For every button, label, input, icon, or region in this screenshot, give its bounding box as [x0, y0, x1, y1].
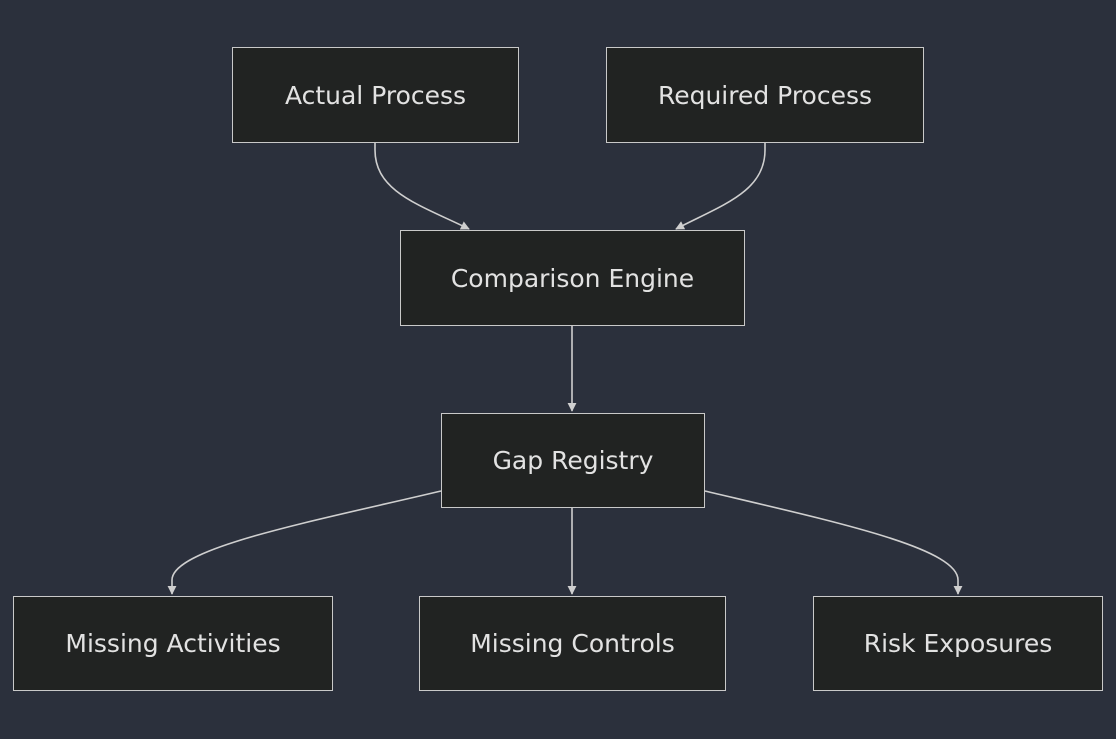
node-label: Required Process — [657, 80, 873, 110]
node-label: Missing Controls — [470, 629, 675, 658]
edge-gap-to-activities — [167, 490, 442, 595]
node-comparison-engine: Comparison Engine — [400, 230, 745, 326]
node-missing-activities: Missing Activities — [13, 596, 333, 691]
node-label: Risk Exposures — [863, 629, 1053, 658]
node-label: Gap Registry — [492, 446, 654, 475]
node-required-process: Required Process — [606, 47, 924, 143]
edge-required-to-comparison — [675, 143, 766, 230]
node-label: Comparison Engine — [450, 263, 695, 293]
node-actual-process: Actual Process — [232, 47, 519, 143]
node-label: Missing Activities — [65, 629, 281, 658]
edge-gap-to-risk — [704, 490, 963, 595]
node-label: Actual Process — [284, 80, 467, 110]
node-missing-controls: Missing Controls — [419, 596, 726, 691]
edge-actual-to-comparison — [374, 143, 470, 230]
node-risk-exposures: Risk Exposures — [813, 596, 1103, 691]
node-gap-registry: Gap Registry — [441, 413, 705, 508]
